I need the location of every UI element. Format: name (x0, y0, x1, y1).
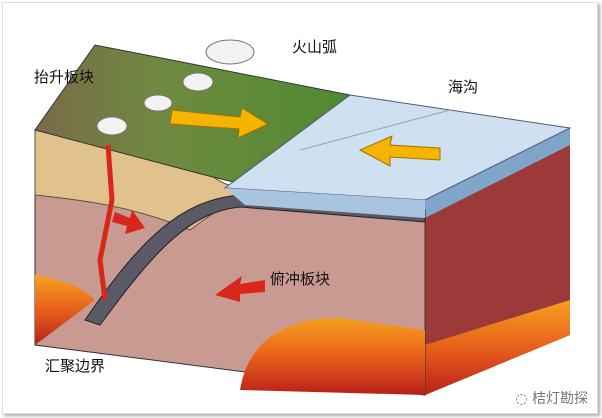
sea-front-layer (225, 188, 425, 218)
trench-line (299, 109, 451, 151)
volcano-plumes (96, 39, 255, 136)
label-volcanic-arc: 火山弧 (292, 38, 338, 56)
magma-layer (35, 275, 95, 345)
right-face-sea-layer (425, 128, 570, 218)
watermark: ◌ 桔灯勘探 (515, 388, 588, 408)
label-trench: 海沟 (448, 78, 479, 96)
label-boundary-type: 汇聚边界 (45, 357, 106, 375)
land-motion-arrow (169, 107, 270, 139)
image-frame (2, 2, 598, 414)
label-subducting-plate: 俯冲板块 (270, 270, 331, 288)
label-uplifted-plate: 抬升板块 (34, 68, 95, 86)
mantle-flow-arrow-2 (215, 276, 265, 302)
mantle-flow-arrow-1 (112, 210, 145, 234)
sea-motion-arrow (358, 135, 441, 167)
watermark-text: 桔灯勘探 (532, 391, 588, 407)
right-face-magma (425, 300, 570, 395)
magma-layer-right (240, 318, 425, 395)
wechat-icon: ◌ (515, 391, 532, 407)
magma-conduit (97, 144, 115, 301)
